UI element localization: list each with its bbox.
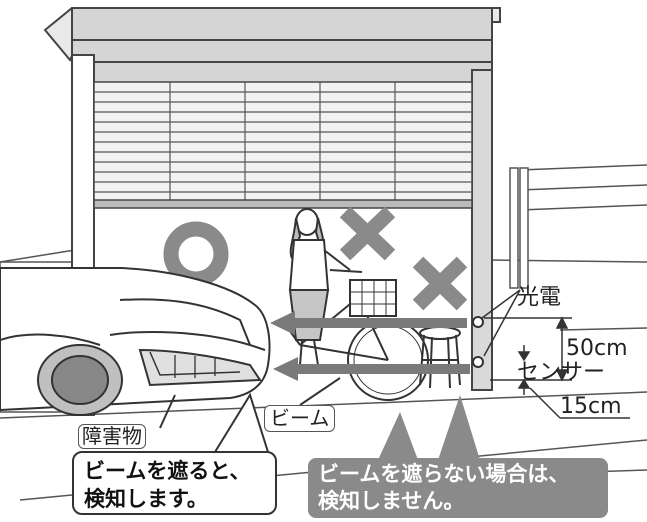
- obstacle-label: 障害物: [78, 424, 146, 449]
- sensor-upper: [472, 316, 484, 328]
- height-15-label: 15cm: [560, 394, 622, 419]
- right-post: [471, 69, 493, 391]
- sensor-lower: [472, 356, 484, 368]
- sensor-label: 光電 センサー: [517, 234, 605, 411]
- detect-callout: ビームを遮ると、 検知します。: [72, 451, 277, 515]
- beam-arrow-lower: [273, 357, 470, 381]
- dimension-lines: [484, 316, 630, 419]
- no-detect-callout: ビームを遮らない場合は、 検知しません。: [308, 458, 608, 518]
- cross-icon: [412, 256, 468, 311]
- detect-callout-line1: ビームを遮ると、: [84, 459, 251, 483]
- beam-label: ビーム: [264, 405, 336, 432]
- shutter-curtain: [93, 81, 473, 209]
- woman: [288, 208, 351, 366]
- cross-icon: [339, 206, 396, 261]
- sensor-label-line1: 光電: [517, 284, 562, 310]
- circle-icon: [163, 221, 229, 287]
- sensor-label-line2: センサー: [517, 360, 606, 386]
- stool: [419, 326, 461, 389]
- fence: [509, 167, 529, 289]
- no-detect-callout-line2: 検知しません。: [318, 489, 465, 513]
- no-detect-callout-line1: ビームを遮らない場合は、: [318, 462, 570, 486]
- height-50-label: 50cm: [566, 336, 628, 361]
- sensor-leader-lines: [481, 289, 521, 357]
- shutter-housing: [43, 7, 501, 84]
- beam-arrow-upper: [270, 311, 467, 335]
- detect-callout-line2: 検知します。: [84, 487, 208, 511]
- car: [0, 267, 271, 416]
